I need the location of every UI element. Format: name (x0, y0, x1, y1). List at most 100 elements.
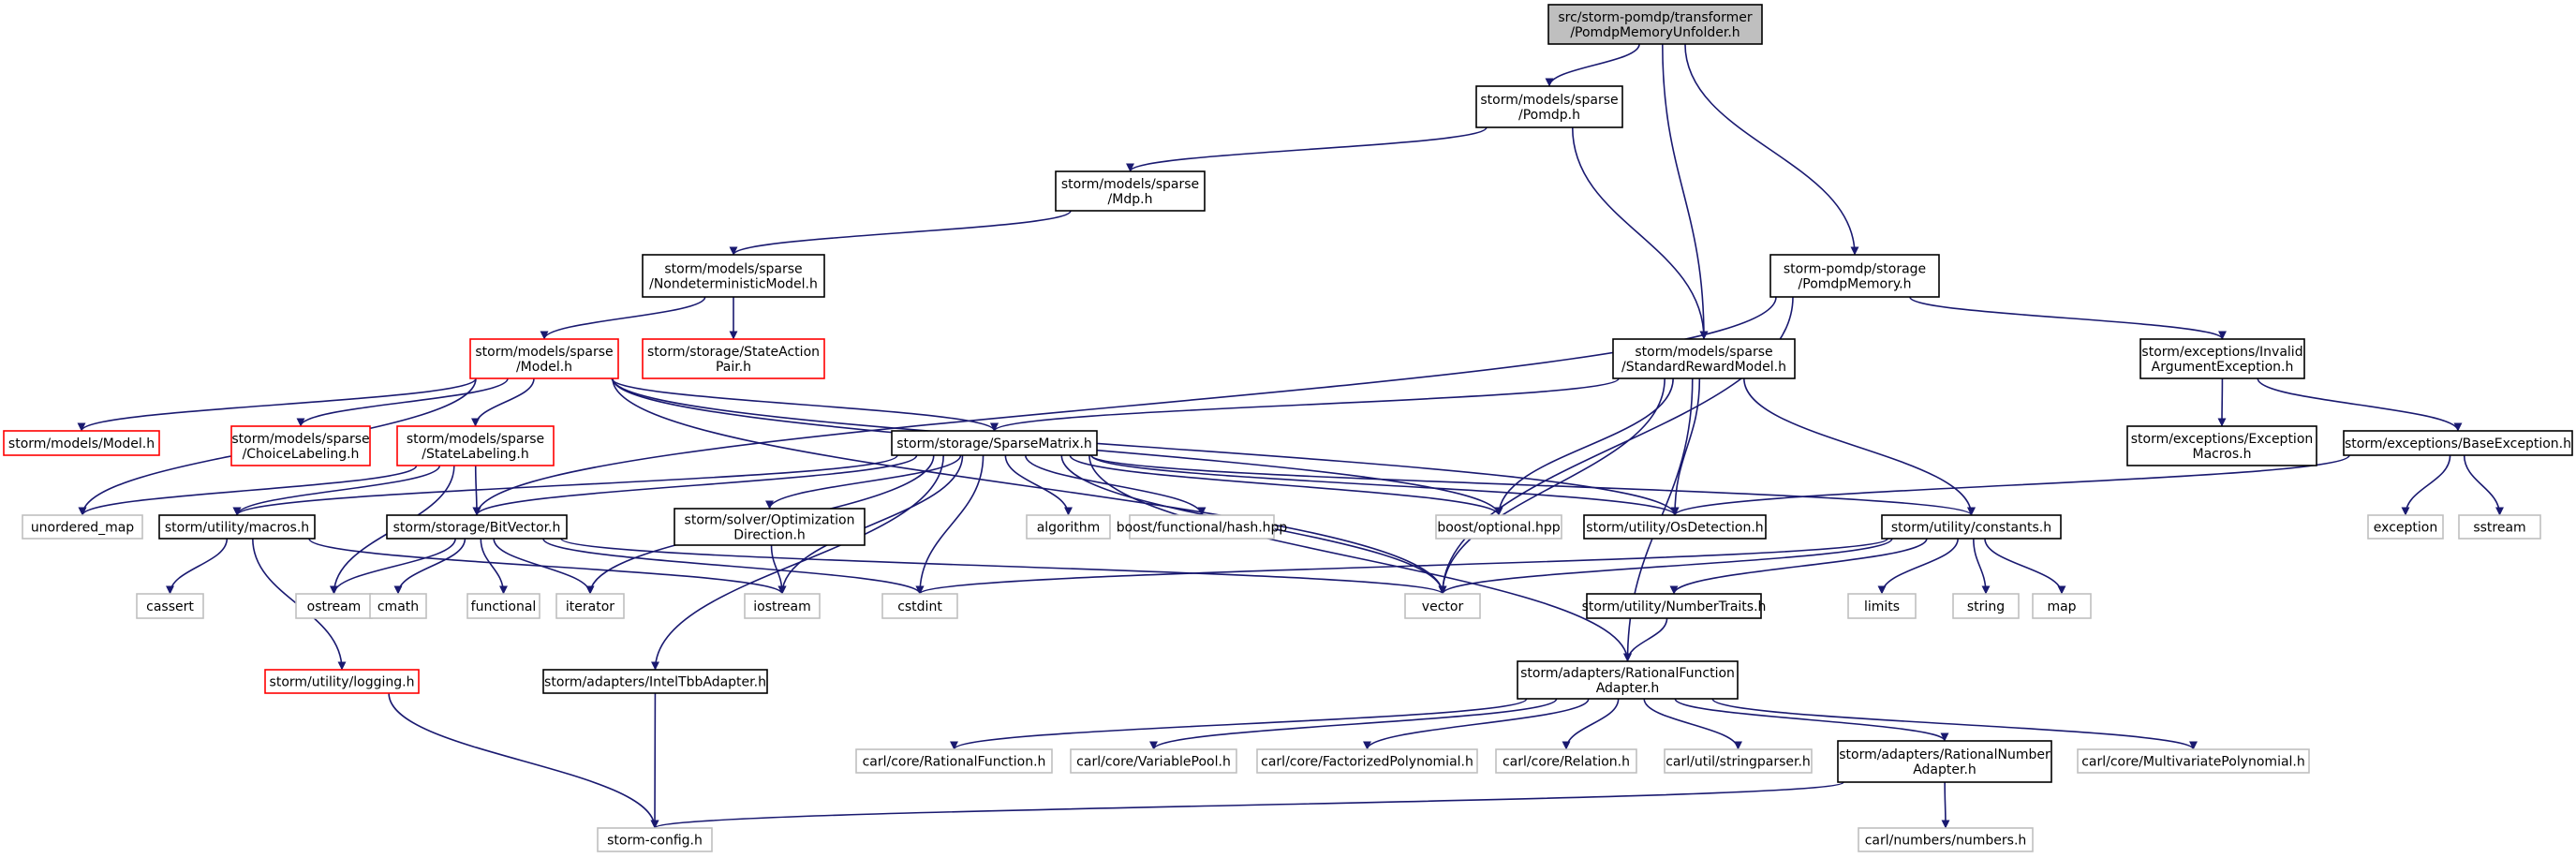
node-cmp: carl/core/MultivariatePolynomial.h (2077, 748, 2310, 774)
dependency-edge-spm-to-osd (1090, 454, 1680, 516)
node-label: storm/models/sparse (1061, 177, 1199, 192)
node-label: storm/solver/Optimization (685, 513, 855, 528)
node-functional: functional (466, 593, 540, 619)
node-pmem[interactable]: storm-pomdp/storage/PomdpMemory.h (1769, 254, 1940, 298)
node-label: Direction.h (733, 528, 806, 543)
node-srm[interactable]: storm/models/sparse/StandardRewardModel.… (1612, 338, 1796, 379)
node-pomdp[interactable]: storm/models/sparse/Pomdp.h (1475, 85, 1623, 128)
node-label: cassert (146, 599, 194, 614)
node-box (2077, 748, 2310, 774)
node-label: algorithm (1037, 521, 1101, 536)
node-const[interactable]: storm/utility/constants.h (1881, 514, 2062, 540)
node-label: storm/adapters/RationalFunction (1520, 666, 1735, 681)
node-box (1583, 514, 1767, 540)
node-label: carl/core/RationalFunction.h (863, 755, 1046, 770)
node-box (369, 593, 427, 619)
node-cassert: cassert (136, 593, 204, 619)
node-label: storm/models/Model.h (8, 436, 155, 451)
dependency-edge-spm-to-rfa (1088, 454, 1632, 662)
node-crel: carl/core/Relation.h (1495, 748, 1637, 774)
node-box (1404, 593, 1481, 619)
node-csp: carl/util/stringparser.h (1664, 748, 1813, 774)
dependency-edge-stl-to-macros (232, 465, 441, 516)
node-box (1858, 827, 2034, 852)
node-cvp: carl/core/VariablePool.h (1070, 748, 1237, 774)
node-mdp[interactable]: storm/models/sparse/Mdp.h (1055, 170, 1206, 212)
dependency-edge-const-to-limits (1877, 538, 1959, 595)
node-cstdint: cstdint (881, 593, 958, 619)
node-string: string (1952, 593, 2020, 619)
dependency-edge-pmem-to-bitv (472, 296, 1777, 516)
node-bexc[interactable]: storm/exceptions/BaseException.h (2343, 430, 2573, 456)
node-box (2139, 338, 2305, 379)
dependency-edge-rna-to-cnum (1941, 781, 1950, 829)
node-label: iterator (566, 599, 614, 614)
node-box (1847, 593, 1917, 619)
node-label: carl/util/stringparser.h (1666, 755, 1811, 770)
node-box (396, 425, 555, 466)
node-box (1837, 740, 2052, 783)
node-mmodel[interactable]: storm/models/Model.h (3, 430, 160, 456)
node-logging[interactable]: storm/utility/logging.h (264, 669, 420, 694)
node-label: string (1967, 599, 2005, 614)
node-label: storm/utility/OsDetection.h (1586, 521, 1763, 536)
dependency-edge-iae-to-bexc (2257, 377, 2463, 432)
node-osd[interactable]: storm/utility/OsDetection.h (1583, 514, 1767, 540)
node-label: /ChoiceLabeling.h (243, 447, 360, 462)
dependency-edge-bitv-to-cmath (393, 538, 466, 595)
node-iae[interactable]: storm/exceptions/InvalidArgumentExceptio… (2139, 338, 2305, 379)
node-ntraits[interactable]: storm/utility/NumberTraits.h (1582, 593, 1767, 619)
node-label: storm/models/sparse (407, 432, 544, 447)
dependency-edge-const-to-vector (1438, 538, 1893, 595)
node-label: carl/core/FactorizedPolynomial.h (1261, 755, 1473, 770)
node-sstream: sstream (2458, 514, 2541, 540)
dependency-edge-bexc-to-sstream (2463, 454, 2504, 516)
node-macros[interactable]: storm/utility/macros.h (158, 514, 316, 540)
node-box (1026, 514, 1111, 540)
node-stl[interactable]: storm/models/sparse/StateLabeling.h (396, 425, 555, 466)
dependency-edge-ntraits-to-rfa (1623, 617, 1668, 662)
node-label: /StandardRewardModel.h (1621, 360, 1786, 375)
node-label: storm/storage/StateAction (647, 345, 820, 360)
node-layer: src/storm-pomdp/transformer/PomdpMemoryU… (3, 4, 2573, 852)
node-label: iostream (753, 599, 811, 614)
node-label: storm/exceptions/Exception (2131, 432, 2314, 447)
node-iterator: iterator (555, 593, 625, 619)
node-chl[interactable]: storm/models/sparse/ChoiceLabeling.h (230, 425, 371, 466)
dependency-edge-rfa-to-csp (1643, 698, 1742, 750)
node-algo: algorithm (1026, 514, 1111, 540)
node-box (136, 593, 204, 619)
node-spm[interactable]: storm/storage/SparseMatrix.h (891, 430, 1098, 456)
dependency-edge-bitv-to-cstdint (542, 538, 925, 595)
dependency-edge-model-to-stl (471, 377, 535, 427)
node-label: Adapter.h (1913, 762, 1976, 777)
node-itbb[interactable]: storm/adapters/IntelTbbAdapter.h (542, 669, 768, 694)
node-box (855, 748, 1053, 774)
node-label: storm/adapters/IntelTbbAdapter.h (544, 675, 766, 690)
node-root[interactable]: src/storm-pomdp/transformer/PomdpMemoryU… (1547, 4, 1763, 45)
node-box (1586, 593, 1762, 619)
node-bitv[interactable]: storm/storage/BitVector.h (386, 514, 568, 540)
node-box (1435, 514, 1562, 540)
node-label: map (2047, 599, 2076, 614)
node-box (642, 338, 825, 379)
dependency-edge-const-to-cstdint (915, 538, 1888, 595)
node-label: storm/models/sparse (1635, 345, 1772, 360)
dependency-edge-spm-to-bitv (472, 454, 918, 516)
node-crf: carl/core/RationalFunction.h (855, 748, 1053, 774)
dependency-edge-rfa-to-cvp (1149, 698, 1558, 750)
node-label: storm/models/sparse (1480, 93, 1618, 108)
dependency-edge-root-to-pmem (1684, 43, 1859, 256)
node-ndm[interactable]: storm/models/sparse/NondeterministicMode… (642, 254, 825, 298)
node-box (466, 593, 540, 619)
node-box (891, 430, 1098, 456)
node-label: /Mdp.h (1108, 192, 1153, 207)
node-model[interactable]: storm/models/sparse/Model.h (469, 338, 619, 379)
node-map: map (2032, 593, 2092, 619)
